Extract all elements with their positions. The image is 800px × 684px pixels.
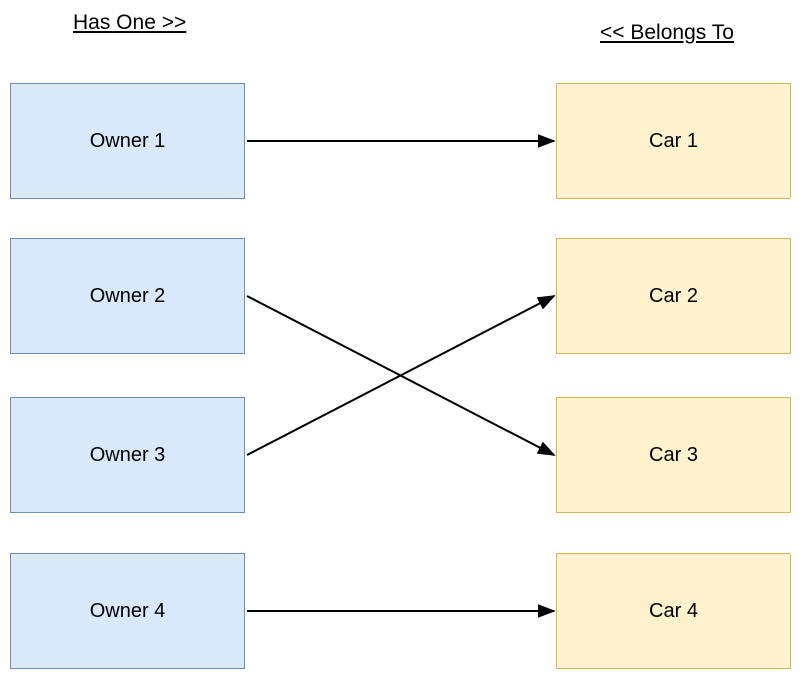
node-car-2[interactable]: Car 2: [556, 238, 791, 354]
node-car-4[interactable]: Car 4: [556, 553, 791, 669]
column-header-belongs-to: << Belongs To: [600, 21, 734, 44]
node-owner-1[interactable]: Owner 1: [10, 83, 245, 199]
column-header-has-one: Has One >>: [73, 11, 187, 34]
node-owner-2[interactable]: Owner 2: [10, 238, 245, 354]
node-car-1[interactable]: Car 1: [556, 83, 791, 199]
node-car-3[interactable]: Car 3: [556, 397, 791, 513]
arrow-owner-3-to-car-2[interactable]: [246, 295, 554, 456]
node-owner-3[interactable]: Owner 3: [10, 397, 245, 513]
node-owner-4[interactable]: Owner 4: [10, 553, 245, 669]
